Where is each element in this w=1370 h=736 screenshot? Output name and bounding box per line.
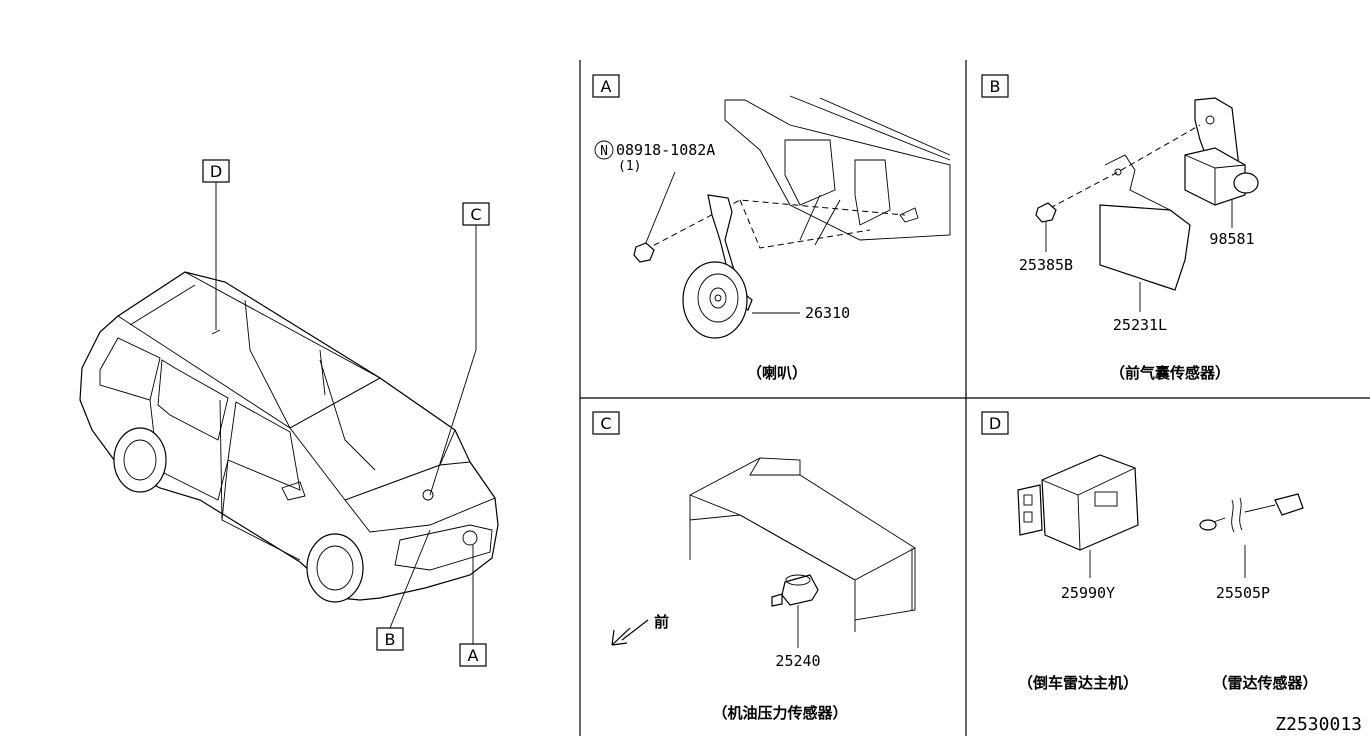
callout-a-letter: A <box>468 646 479 665</box>
airbag-sensor-caption: （前气囊传感器） <box>1110 364 1230 382</box>
callout-c-letter: C <box>470 205 481 224</box>
panel-b-label-box <box>981 74 1009 98</box>
sensor-part-number: 98581 <box>1209 230 1254 248</box>
nut-part-number-b: 25385B <box>1019 256 1073 274</box>
panel-grid <box>579 60 1370 736</box>
oil-sensor-caption: （机油压力传感器） <box>712 704 847 722</box>
vehicle-overview <box>79 271 499 603</box>
nut-quantity: (1) <box>618 159 641 174</box>
callout-b-letter: B <box>385 630 396 649</box>
panel-c-letter: C <box>600 414 611 433</box>
panel-a: A N 08918-1082A (1) 26310 （喇叭） <box>592 74 951 382</box>
callout-b[interactable]: B <box>376 529 431 651</box>
front-direction-label: 前 <box>654 613 669 631</box>
horn-caption: （喇叭） <box>747 364 807 382</box>
callout-c[interactable]: C <box>429 202 490 496</box>
radar-sensor-part-number: 25505P <box>1216 584 1270 602</box>
panel-b-letter: B <box>990 77 1001 96</box>
radar-unit-part-number: 25990Y <box>1061 584 1115 602</box>
panel-a-label-box <box>592 74 620 98</box>
panel-c: C 25240 前 （机油压力传感器） <box>592 411 916 722</box>
callout-d[interactable]: D <box>202 159 230 330</box>
radar-sensor-caption: （雷达传感器） <box>1212 674 1317 692</box>
callout-a[interactable]: A <box>459 545 487 667</box>
oil-sensor-part-number: 25240 <box>775 652 820 670</box>
nut-part-number: 08918-1082A <box>616 141 715 159</box>
bracket-part-number: 25231L <box>1113 316 1167 334</box>
panel-d-label-box <box>981 411 1009 435</box>
nut-symbol-icon <box>594 140 614 160</box>
nut-symbol: N <box>600 144 608 159</box>
horn-part-number: 26310 <box>805 304 850 322</box>
panel-a-letter: A <box>601 77 612 96</box>
panel-b: B 98581 25385B 25231L （前气囊传感器） <box>981 74 1259 382</box>
diagram-id: Z2530013 <box>1275 714 1362 735</box>
panel-d: D 25990Y 25505P （倒车雷达主机） （雷达传感器） <box>981 411 1318 692</box>
panel-c-label-box <box>592 411 620 435</box>
panel-d-letter: D <box>989 414 1001 433</box>
callout-d-letter: D <box>210 162 222 181</box>
radar-unit-caption: （倒车雷达主机） <box>1018 674 1138 692</box>
